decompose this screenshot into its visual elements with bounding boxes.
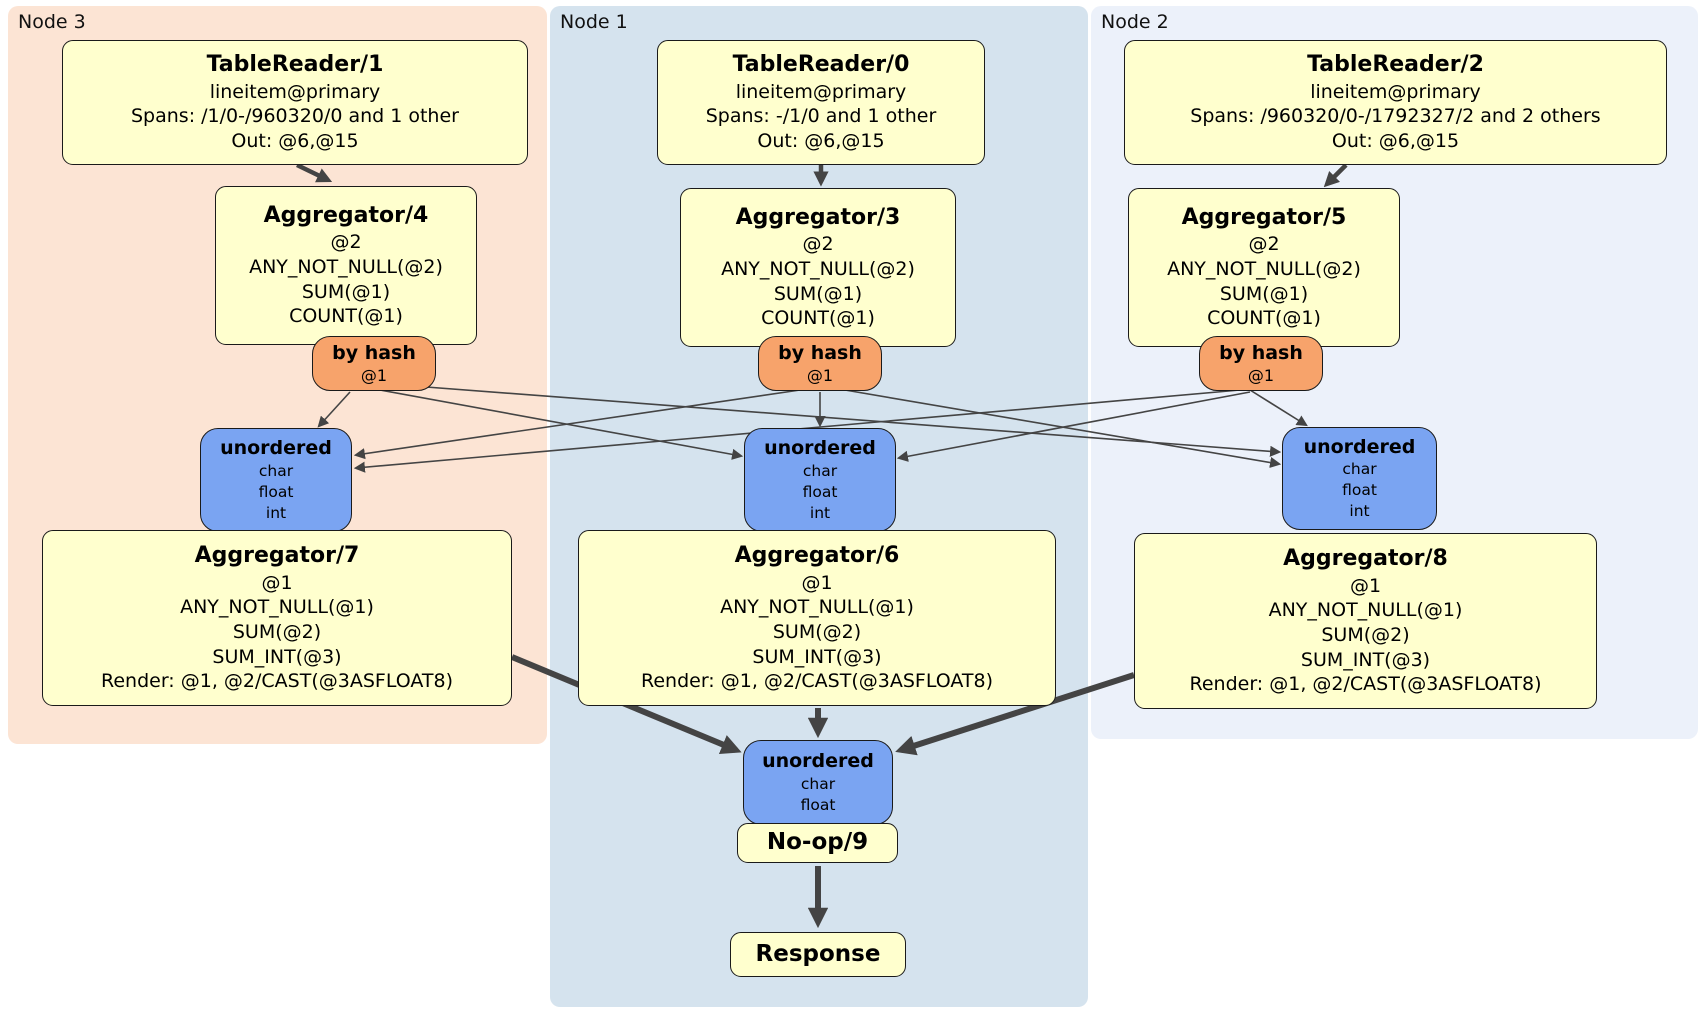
unordered-sync-node3: unordered char float int [200,428,352,532]
aggregator-8-fn1: ANY_NOT_NULL(@1) [1268,599,1463,622]
sync-node1-type-char: char [802,461,838,480]
aggregator-3-fn3: COUNT(@1) [761,307,875,330]
sync-node1-type-float: float [802,482,838,501]
tablereader-1-spans: Spans: /1/0-/960320/0 and 1 other [131,105,459,128]
noop-9-title: No-op/9 [766,829,869,856]
aggregator-5-fn1: ANY_NOT_NULL(@2) [1167,258,1361,281]
node3-label: Node 3 [18,11,86,33]
sync-node3-type-float: float [258,482,294,501]
aggregator-3-box: Aggregator/3 @2 ANY_NOT_NULL(@2) SUM(@1)… [680,188,956,347]
unordered-sync-node2: unordered char float int [1282,427,1437,530]
tablereader-1-box: TableReader/1 lineitem@primary Spans: /1… [62,40,528,165]
aggregator-5-title: Aggregator/5 [1181,204,1347,230]
sync-node2-type-float: float [1342,481,1377,500]
hash-router-node1: by hash @1 [758,336,882,391]
response-box: Response [730,932,906,977]
aggregator-6-fn1: ANY_NOT_NULL(@1) [720,596,914,619]
aggregator-4-fn3: COUNT(@1) [289,305,403,328]
aggregator-8-render: Render: @1, @2/CAST(@3ASFLOAT8) [1189,673,1542,696]
aggregator-6-box: Aggregator/6 @1 ANY_NOT_NULL(@1) SUM(@2)… [578,530,1056,706]
sync-node2-type-int: int [1349,502,1370,521]
unordered-sync-final-title: unordered [762,750,874,773]
aggregator-4-fn2: SUM(@1) [301,280,391,303]
aggregator-4-title: Aggregator/4 [263,202,429,228]
aggregator-5-box: Aggregator/5 @2 ANY_NOT_NULL(@2) SUM(@1)… [1128,188,1400,347]
aggregator-6-title: Aggregator/6 [734,542,900,568]
unordered-sync-node1: unordered char float int [744,428,896,532]
aggregator-8-fn2: SUM(@2) [1321,623,1410,646]
aggregator-5-group: @2 [1248,233,1280,256]
aggregator-6-fn3: SUM_INT(@3) [752,645,882,668]
tablereader-2-out: Out: @6,@15 [1331,130,1460,153]
hash-router-node2: by hash @1 [1199,336,1323,391]
tablereader-2-index: lineitem@primary [1310,80,1481,103]
aggregator-6-fn2: SUM(@2) [772,620,862,643]
tablereader-2-box: TableReader/2 lineitem@primary Spans: /9… [1124,40,1667,165]
tablereader-2-title: TableReader/2 [1307,52,1484,78]
sync-node2-type-char: char [1342,460,1377,479]
aggregator-4-fn1: ANY_NOT_NULL(@2) [249,256,443,279]
tablereader-1-title: TableReader/1 [206,52,384,78]
tablereader-1-out: Out: @6,@15 [231,130,359,153]
aggregator-5-fn2: SUM(@1) [1219,282,1309,305]
aggregator-8-title: Aggregator/8 [1283,545,1448,571]
tablereader-0-spans: Spans: -/1/0 and 1 other [705,105,937,128]
tablereader-0-out: Out: @6,@15 [757,130,885,153]
aggregator-6-group: @1 [801,571,833,594]
sync-final-type-char: char [800,774,836,793]
hash-router-node1-key: @1 [806,365,834,385]
aggregator-5-fn3: COUNT(@1) [1207,307,1321,330]
tablereader-1-index: lineitem@primary [209,80,381,103]
sync-node3-type-int: int [265,503,287,522]
aggregator-6-render: Render: @1, @2/CAST(@3ASFLOAT8) [641,670,993,693]
aggregator-7-box: Aggregator/7 @1 ANY_NOT_NULL(@1) SUM(@2)… [42,530,512,706]
unordered-sync-node2-title: unordered [1303,435,1416,458]
aggregator-7-group: @1 [261,571,293,594]
aggregator-7-title: Aggregator/7 [194,542,360,568]
hash-router-node3: by hash @1 [312,336,436,391]
response-title: Response [755,940,881,967]
hash-router-node2-key: @1 [1247,365,1275,385]
unordered-sync-final: unordered char float [743,740,893,825]
noop-9-box: No-op/9 [737,823,898,863]
aggregator-3-title: Aggregator/3 [735,204,901,230]
tablereader-0-box: TableReader/0 lineitem@primary Spans: -/… [657,40,985,165]
tablereader-0-index: lineitem@primary [735,80,907,103]
aggregator-8-group: @1 [1349,574,1382,597]
sync-final-type-float: float [800,795,836,814]
tablereader-2-spans: Spans: /960320/0-/1792327/2 and 2 others [1190,105,1601,128]
node1-label: Node 1 [560,11,628,33]
aggregator-3-fn1: ANY_NOT_NULL(@2) [721,258,915,281]
hash-router-node3-key: @1 [360,365,388,385]
aggregator-8-fn3: SUM_INT(@3) [1300,648,1431,671]
aggregator-7-fn1: ANY_NOT_NULL(@1) [180,596,374,619]
unordered-sync-node1-title: unordered [764,437,876,460]
aggregator-4-box: Aggregator/4 @2 ANY_NOT_NULL(@2) SUM(@1)… [215,186,477,345]
aggregator-7-fn3: SUM_INT(@3) [212,645,342,668]
aggregator-4-group: @2 [330,231,362,254]
aggregator-3-group: @2 [802,233,834,256]
sync-node3-type-char: char [258,461,294,480]
aggregator-8-box: Aggregator/8 @1 ANY_NOT_NULL(@1) SUM(@2)… [1134,533,1597,709]
hash-router-node2-title: by hash [1219,342,1303,365]
hash-router-node1-title: by hash [778,342,862,365]
tablereader-0-title: TableReader/0 [732,52,910,78]
unordered-sync-node3-title: unordered [220,437,332,460]
aggregator-3-fn2: SUM(@1) [773,282,863,305]
sync-node1-type-int: int [809,503,831,522]
node2-label: Node 2 [1101,11,1169,33]
aggregator-7-fn2: SUM(@2) [232,620,322,643]
aggregator-7-render: Render: @1, @2/CAST(@3ASFLOAT8) [101,670,453,693]
hash-router-node3-title: by hash [332,342,416,365]
